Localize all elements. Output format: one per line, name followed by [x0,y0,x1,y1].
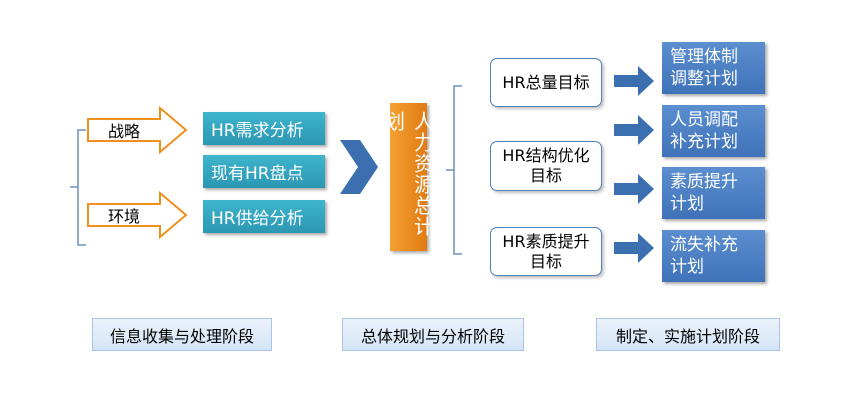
plan-arrow-1 [614,66,654,96]
phase-label-collection: 信息收集与处理阶段 [92,318,272,351]
hr-inventory-box: 现有HR盘点 [203,155,325,188]
hr-supply-analysis-box: HR供给分析 [203,200,325,233]
plan-attrition-box: 流失补充 计划 [662,230,765,282]
chevron-arrow-icon [340,140,378,194]
goal-structure-box: HR结构优化 目标 [490,141,602,191]
phase-label-planning: 总体规划与分析阶段 [342,318,524,351]
plan-arrow-4 [614,233,654,263]
plan-arrow-3 [614,174,654,204]
right-bracket [446,85,462,255]
input-label-environment: 环境 [107,207,140,226]
left-bracket [70,129,86,246]
phase-label-implementation: 制定、实施计划阶段 [596,318,780,351]
hr-demand-analysis-box: HR需求分析 [203,112,325,145]
plan-arrow-2 [614,115,654,145]
plan-staffing-box: 人员调配 补充计划 [662,105,765,157]
plan-quality-box: 素质提升 计划 [662,167,765,219]
plan-management-box: 管理体制 调整计划 [662,42,765,94]
input-arrow-strategy [87,105,188,155]
input-label-strategy: 战略 [107,122,140,141]
input-arrow-environment [87,190,188,240]
hr-master-plan-box: 人力资源总计划 [382,103,435,251]
goal-total-box: HR总量目标 [490,58,602,107]
goal-quality-box: HR素质提升 目标 [490,227,602,276]
